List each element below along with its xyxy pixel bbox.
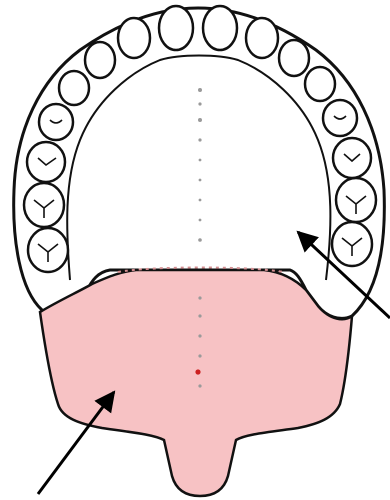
tooth-left-7 (118, 18, 150, 58)
tooth-right-2 (336, 178, 376, 222)
tooth-right-5 (305, 67, 335, 101)
soft-palate (40, 270, 352, 496)
tooth-right-8 (203, 6, 237, 50)
tooth-left-3 (27, 142, 65, 182)
tooth-right-1 (332, 222, 372, 266)
tooth-right-7 (246, 18, 278, 58)
tooth-left-2 (24, 183, 64, 227)
tooth-left-4 (39, 104, 73, 140)
tooth-left-1 (28, 228, 68, 272)
tooth-right-4 (323, 100, 357, 136)
tooth-left-6 (85, 42, 115, 78)
tooth-left-8 (159, 6, 193, 50)
tooth-right-3 (333, 138, 371, 178)
tooth-right-6 (279, 40, 309, 76)
tooth-left-5 (59, 71, 89, 105)
